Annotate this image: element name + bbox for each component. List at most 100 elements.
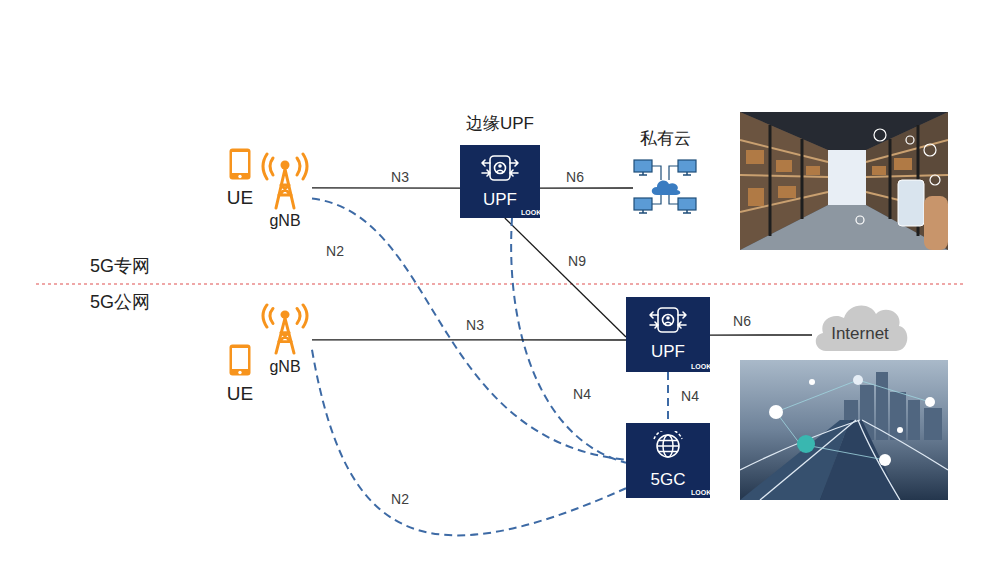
- upf-icon: [498, 164, 502, 168]
- smart-city-photo: [809, 379, 815, 385]
- smart-city-photo: [776, 380, 858, 412]
- upf-icon: [678, 322, 686, 328]
- warehouse-photo: [894, 158, 912, 170]
- warehouse-photo: [748, 188, 764, 206]
- upf-icon: [650, 312, 658, 318]
- tower-icon: [279, 333, 291, 342]
- tower-icon: [270, 308, 273, 323]
- tower-icon: [297, 308, 300, 323]
- node-label: UE: [227, 383, 253, 405]
- ue-phone: UE: [228, 343, 252, 377]
- node-label: gNB: [269, 212, 300, 230]
- upf-icon: [648, 305, 688, 335]
- tower-icon: [263, 305, 267, 327]
- warehouse-photo: [898, 180, 924, 226]
- upf-box: UPF: [626, 297, 710, 372]
- smart-city-photo: [897, 427, 903, 433]
- core-icon: [657, 435, 679, 457]
- pcloud-icon: [678, 160, 696, 172]
- node-label: Internet: [812, 324, 908, 344]
- upf-box: 边缘UPFUPF: [460, 145, 540, 218]
- warehouse-photo: [801, 139, 804, 219]
- core-icon: [654, 431, 682, 439]
- smart-city-photo: [924, 408, 942, 440]
- tower-icon: [276, 318, 294, 353]
- tower-icon: [263, 154, 307, 208]
- interface-label: N2: [389, 492, 411, 507]
- phone-icon: [238, 175, 241, 178]
- watermark: LOOK: [691, 363, 711, 371]
- pcloud-icon: [678, 198, 696, 210]
- user-plane-link: [540, 187, 633, 188]
- warehouse-photo: [872, 166, 886, 175]
- tower-icon: [263, 154, 267, 179]
- tower-icon: [270, 158, 273, 175]
- phone-icon: [230, 149, 251, 180]
- upf-icon: [650, 322, 658, 328]
- upf-icon: [482, 156, 518, 180]
- warehouse-photo: [889, 139, 892, 219]
- node-label: UPF: [460, 190, 540, 210]
- user-plane-link: [505, 218, 626, 337]
- warehouse-photo: [856, 129, 940, 224]
- phone-icon: [232, 152, 248, 173]
- smart-city-photo: [925, 397, 935, 407]
- interface-label: N3: [389, 170, 411, 185]
- warehouse-photo: [924, 196, 948, 250]
- node-label: UE: [227, 187, 253, 209]
- node-label: 私有云: [640, 129, 691, 149]
- smart-city-photo: [858, 420, 900, 500]
- node-label: 5GC: [626, 470, 710, 490]
- warehouse-photo: [740, 112, 948, 250]
- interface-label: N4: [571, 387, 593, 402]
- interface-label: N4: [679, 389, 701, 404]
- control-plane-link: [312, 350, 626, 536]
- upf-icon: [490, 156, 510, 180]
- warehouse-photo: [769, 125, 772, 236]
- warehouse-photo: [746, 150, 912, 206]
- phone-icon: [228, 343, 252, 377]
- smart-city-photo: [769, 375, 935, 466]
- phone-icon: [232, 348, 248, 369]
- phone-icon: [230, 345, 251, 376]
- pcloud-icon: [634, 160, 696, 210]
- tower-icon: [279, 185, 291, 195]
- core-icon: [657, 441, 679, 452]
- control-plane-link: [667, 372, 669, 423]
- gnb-tower: gNB: [258, 152, 312, 210]
- warehouse-photo: [924, 144, 936, 156]
- upf-icon: [482, 160, 490, 166]
- control-plane-link: [312, 198, 626, 459]
- warehouse-photo: [906, 136, 914, 144]
- phone-icon: [228, 147, 252, 181]
- smart-city-photo: [740, 420, 860, 470]
- upf-icon: [665, 322, 672, 324]
- tower-icon: [297, 158, 300, 175]
- warehouse-photo: [778, 186, 796, 198]
- warehouse-photo: [930, 175, 940, 185]
- network-boundary: [36, 283, 965, 284]
- warehouse-photo: [776, 160, 792, 172]
- tower-icon: [276, 169, 294, 208]
- pcloud-icon: [634, 198, 652, 210]
- smart-city-photo: [908, 400, 920, 440]
- core-icon: [648, 431, 688, 461]
- upf-icon: [495, 163, 506, 174]
- tower-icon: [258, 303, 312, 355]
- pcloud-icon: [634, 160, 652, 172]
- upf-icon: [650, 308, 686, 332]
- smart-city-photo: [740, 420, 948, 500]
- upf-icon: [666, 316, 670, 320]
- ue-phone: UE: [228, 147, 252, 181]
- core-icon: [654, 431, 682, 457]
- upf-icon: [663, 315, 674, 326]
- smart-city-photo: [740, 360, 948, 500]
- upf-icon: [480, 153, 520, 183]
- upf-icon: [510, 170, 518, 176]
- warehouse-photo: [770, 125, 918, 236]
- user-plane-link: [312, 187, 460, 188]
- tower-icon: [263, 305, 307, 353]
- smart-city-photo: [890, 392, 906, 440]
- private-cloud: 私有云: [633, 158, 697, 216]
